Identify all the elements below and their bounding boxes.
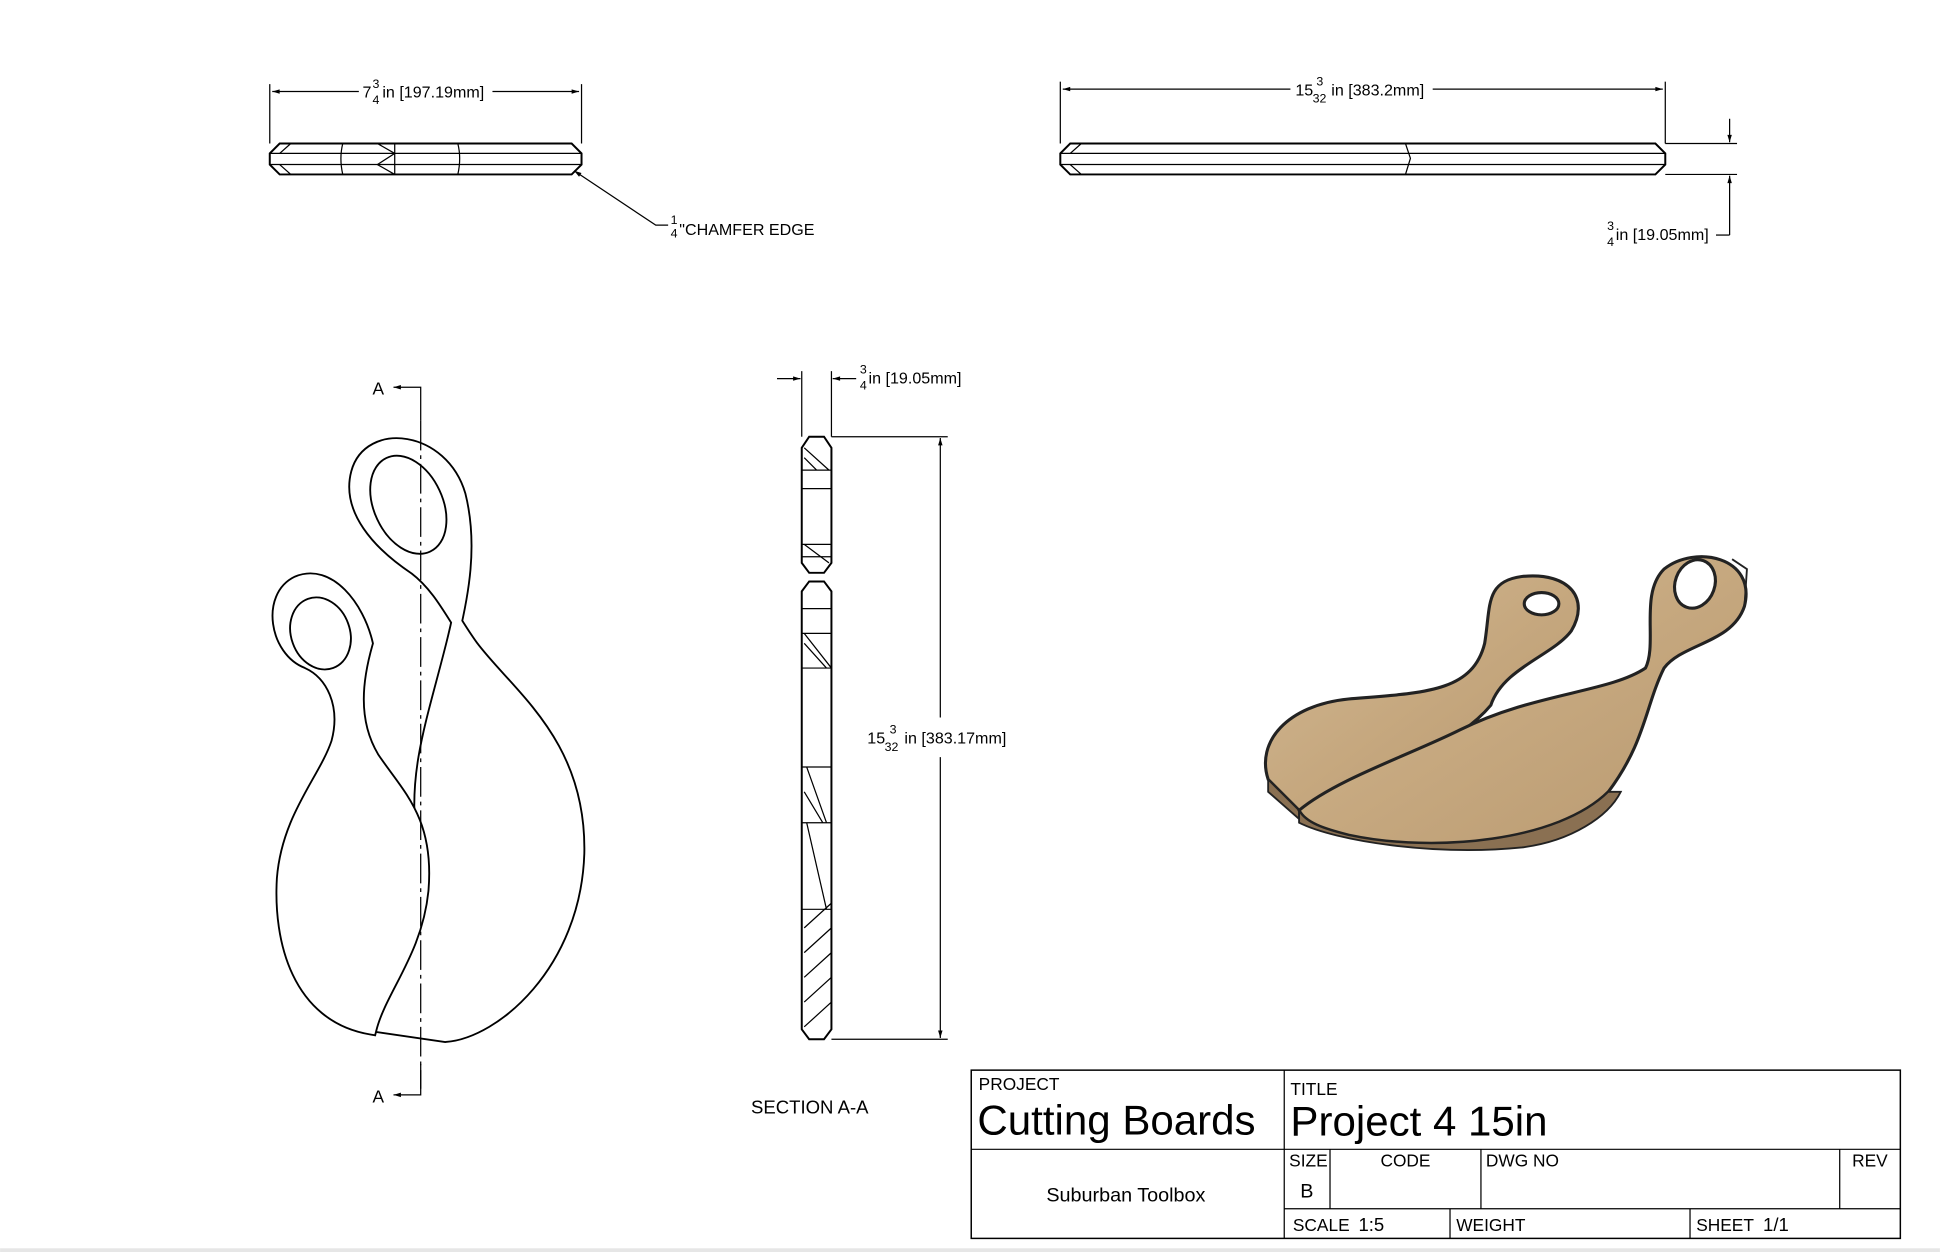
rev-label: REV <box>1852 1151 1888 1171</box>
section-label: SECTION A-A <box>751 1096 869 1117</box>
sheet-label: SHEET <box>1696 1215 1754 1235</box>
chamfer-note: 1 4 "CHAMFER EDGE <box>671 210 815 242</box>
top-right-view: 15 3 32 in [383.2mm] 3 4 in [19.05mm] <box>1059 71 1738 250</box>
title-block: PROJECT Cutting Boards TITLE Project 4 1… <box>970 1069 1902 1240</box>
scale-value: 1:5 <box>1358 1214 1384 1235</box>
size-value: B <box>1300 1181 1313 1203</box>
section-thickness-dimension: 3 4 in [19.05mm] <box>860 360 962 394</box>
section-view: 3 4 in [19.05mm] 15 3 32 in [383.17mm] S… <box>751 360 1006 1118</box>
size-label: SIZE <box>1289 1151 1327 1171</box>
section-length-dimension: 15 3 32 in [383.17mm] <box>867 720 1006 755</box>
section-marker-bottom: A <box>372 1086 384 1106</box>
weight-label: WEIGHT <box>1456 1215 1526 1235</box>
thickness-dimension: 3 4 in [19.05mm] <box>1607 216 1709 250</box>
code-label: CODE <box>1380 1151 1430 1171</box>
top-left-view: 7 3 4 in [197.19mm] 1 4 "CHAMFER EDGE <box>268 74 815 242</box>
width-dimension: 7 3 4 in [197.19mm] <box>363 74 485 108</box>
title-value: Project 4 15in <box>1290 1098 1547 1145</box>
small-board-outline <box>271 572 431 1037</box>
section-marker-top: A <box>372 379 384 399</box>
project-value: Cutting Boards <box>977 1096 1255 1143</box>
front-view: A A <box>271 379 586 1106</box>
page-bottom-edge <box>0 1248 1940 1252</box>
length-dimension: 15 3 32 in [383.2mm] <box>1295 71 1424 106</box>
scale-label: SCALE <box>1293 1215 1350 1235</box>
title-label: TITLE <box>1290 1079 1337 1099</box>
isometric-view <box>1263 555 1748 851</box>
sheet-value: 1/1 <box>1763 1214 1789 1235</box>
company-name: Suburban Toolbox <box>1046 1184 1205 1206</box>
dwg-no-label: DWG NO <box>1486 1151 1559 1171</box>
project-label: PROJECT <box>979 1074 1060 1094</box>
